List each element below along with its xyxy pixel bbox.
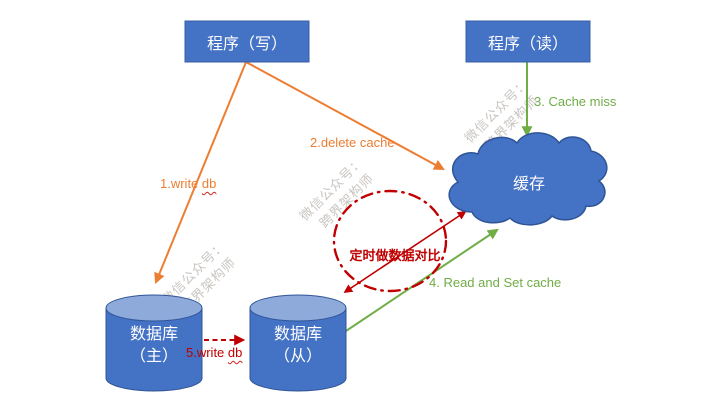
db-master-label-line1: 数据库 (129, 326, 178, 343)
edge-label-delete-cache: 2.delete cache (310, 135, 395, 150)
db-slave-cylinder-top (249, 294, 347, 322)
cache-label: 缓存 (512, 176, 545, 193)
db-slave-label: 数据库 （从） (250, 324, 346, 369)
edge-label-write-db-replica-word: db (227, 345, 243, 360)
edge-write-db (154, 61, 247, 285)
app-read-box (465, 20, 591, 63)
edge-label-write-db: 1.write db (160, 176, 216, 191)
cache-cloud-shape (448, 132, 608, 226)
app-write-label: 程序（写） (206, 35, 287, 53)
edge-label-write-db-prefix: 1.write (160, 176, 202, 191)
db-master-cylinder-body (105, 307, 203, 392)
edge-label-cache-miss: 3. Cache miss (534, 94, 617, 109)
db-slave-label-line1: 数据库 (273, 326, 322, 343)
db-slave-label-line2: （从） (273, 348, 322, 366)
edge-label-write-db-word: db (201, 176, 217, 191)
edge-label-write-db-replica-prefix: 5.write (186, 345, 228, 360)
edge-delete-cache (245, 61, 445, 171)
data-compare-label: 定时做数据对比 (349, 248, 441, 263)
edge-data-compare-arrow (343, 211, 467, 293)
data-compare-circle (332, 189, 448, 293)
db-master-label-line2: （主） (129, 348, 178, 366)
db-master-label: 数据库 （主） (106, 324, 202, 369)
edge-label-read-set-cache: 4. Read and Set cache (429, 275, 562, 290)
db-slave-cylinder-body (249, 307, 347, 392)
edge-label-write-db-replica: 5.write db (186, 345, 242, 360)
app-read-label: 程序（读） (487, 35, 568, 53)
app-write-box (184, 20, 310, 63)
db-master-cylinder-top (105, 294, 203, 322)
